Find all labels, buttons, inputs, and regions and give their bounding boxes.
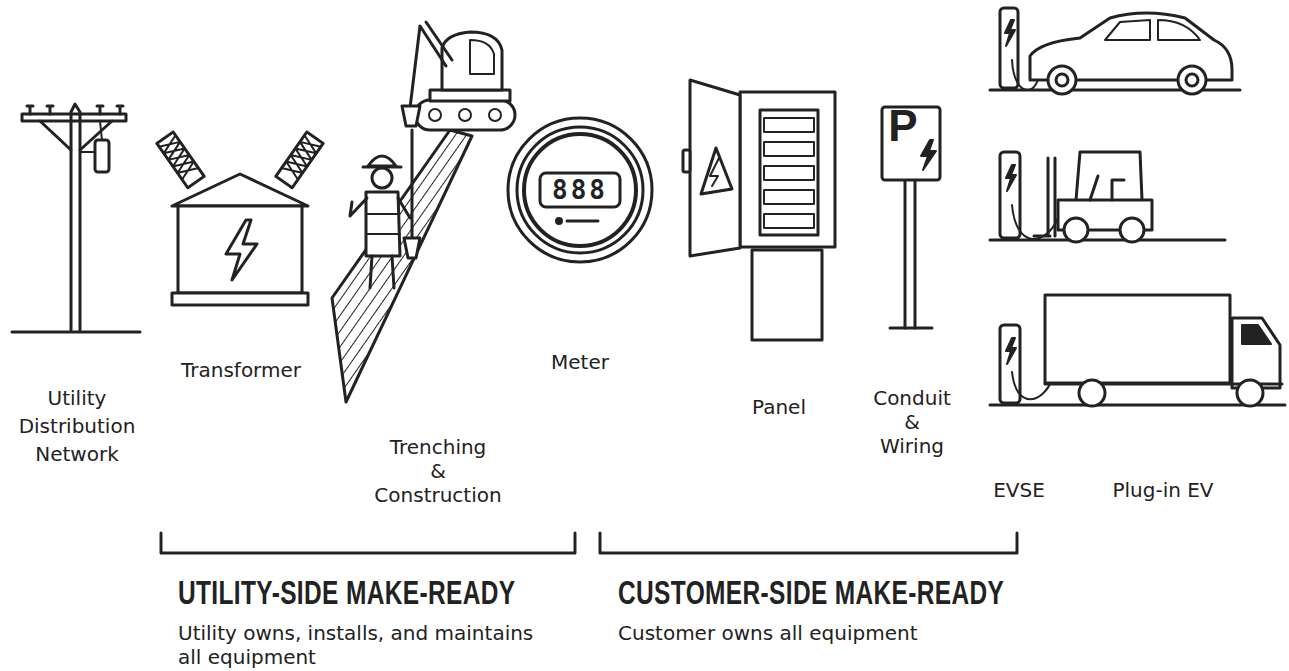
lightning-bolt	[1006, 338, 1016, 364]
car-window	[1105, 20, 1200, 40]
bushing-body	[157, 132, 204, 188]
wheel-hub	[1186, 74, 1198, 86]
breaker-row	[764, 118, 814, 228]
section-note: Customer owns all equipment	[618, 621, 1038, 645]
component-label: Transformer	[156, 358, 326, 382]
door-handle	[683, 150, 690, 172]
pole-transformer	[95, 140, 109, 172]
component-label: Trenching & Construction	[363, 435, 513, 507]
wheel-hub	[1056, 74, 1068, 86]
meter-ring	[508, 118, 652, 262]
pole-insulator	[27, 106, 123, 114]
worker-leg	[370, 256, 394, 288]
lightning-bolt	[710, 158, 719, 186]
vest-stripe	[366, 214, 400, 234]
transformer-base	[172, 293, 308, 305]
forklift-mast	[1034, 158, 1055, 236]
pole-crossarm	[22, 114, 126, 121]
transformer-roof	[172, 174, 308, 206]
transformer-box	[178, 206, 302, 293]
lightning-bolt	[1006, 165, 1016, 191]
truck-box	[1045, 295, 1230, 383]
disconnect-box	[752, 250, 822, 340]
section-heading: CUSTOMER-SIDE MAKE-READY	[618, 575, 1004, 609]
bushing-hatch	[282, 135, 321, 179]
lightning-bolt	[1005, 20, 1015, 46]
truck-cab	[1232, 318, 1280, 388]
cab-window	[470, 40, 494, 74]
worker-arm	[350, 198, 410, 218]
warning-triangle	[701, 148, 732, 194]
excavator-track	[415, 100, 515, 130]
ground-line	[990, 239, 1225, 242]
lightning-bolt	[226, 220, 257, 280]
excavator-arm	[410, 22, 452, 108]
section-note: Utility owns, installs, and maintains al…	[178, 621, 548, 669]
meter-ring	[517, 127, 643, 253]
track-wheel	[429, 109, 501, 121]
component-label: Panel	[719, 395, 839, 419]
panel-door	[690, 80, 740, 256]
truck-window	[1242, 325, 1271, 344]
meter-face	[524, 134, 636, 246]
pole-wire	[80, 121, 102, 152]
lightning-bolt	[921, 140, 936, 170]
worker-vest	[366, 192, 400, 256]
shovel-handle	[411, 130, 414, 240]
component-label: Conduit & Wiring	[852, 386, 972, 458]
component-label: Meter	[520, 350, 640, 374]
shovel-blade	[404, 238, 420, 258]
trench	[332, 130, 472, 402]
component-label: EVSE	[969, 478, 1069, 502]
wheel	[1079, 380, 1105, 406]
bushing-hatch	[159, 135, 198, 179]
wheel	[1120, 218, 1144, 242]
breaker-frame	[760, 110, 818, 235]
section-heading: UTILITY-SIDE MAKE-READY	[178, 575, 515, 609]
bracket	[600, 533, 1017, 553]
component-label: Utility Distribution Network	[7, 384, 147, 468]
ground-line	[12, 331, 140, 334]
forklift-seat	[1090, 176, 1124, 200]
transformer-bushing	[276, 132, 323, 188]
wheel	[1237, 380, 1263, 406]
excavator-bucket	[402, 106, 420, 126]
wheel	[1048, 66, 1076, 94]
ground-line	[890, 327, 932, 330]
bushing-body	[276, 132, 323, 188]
transformer-bushing	[157, 132, 204, 188]
meter-indicator	[567, 220, 598, 223]
worker-head	[372, 168, 392, 188]
panel-box	[740, 92, 835, 247]
meter-reading: 888	[540, 175, 620, 205]
meter-display	[540, 173, 620, 207]
wheel	[1064, 218, 1088, 242]
utility-pole	[71, 104, 80, 330]
wheel	[1178, 66, 1206, 94]
forklift-guard	[1076, 152, 1142, 200]
bracket	[161, 533, 575, 553]
hard-hat	[368, 156, 396, 166]
component-label: Plug-in EV	[1088, 478, 1238, 502]
sign-letter: P	[883, 104, 923, 148]
charging-cable	[1012, 205, 1058, 239]
sign-post	[905, 180, 915, 328]
excavator-base	[430, 90, 510, 101]
meter-indicator	[556, 218, 562, 224]
